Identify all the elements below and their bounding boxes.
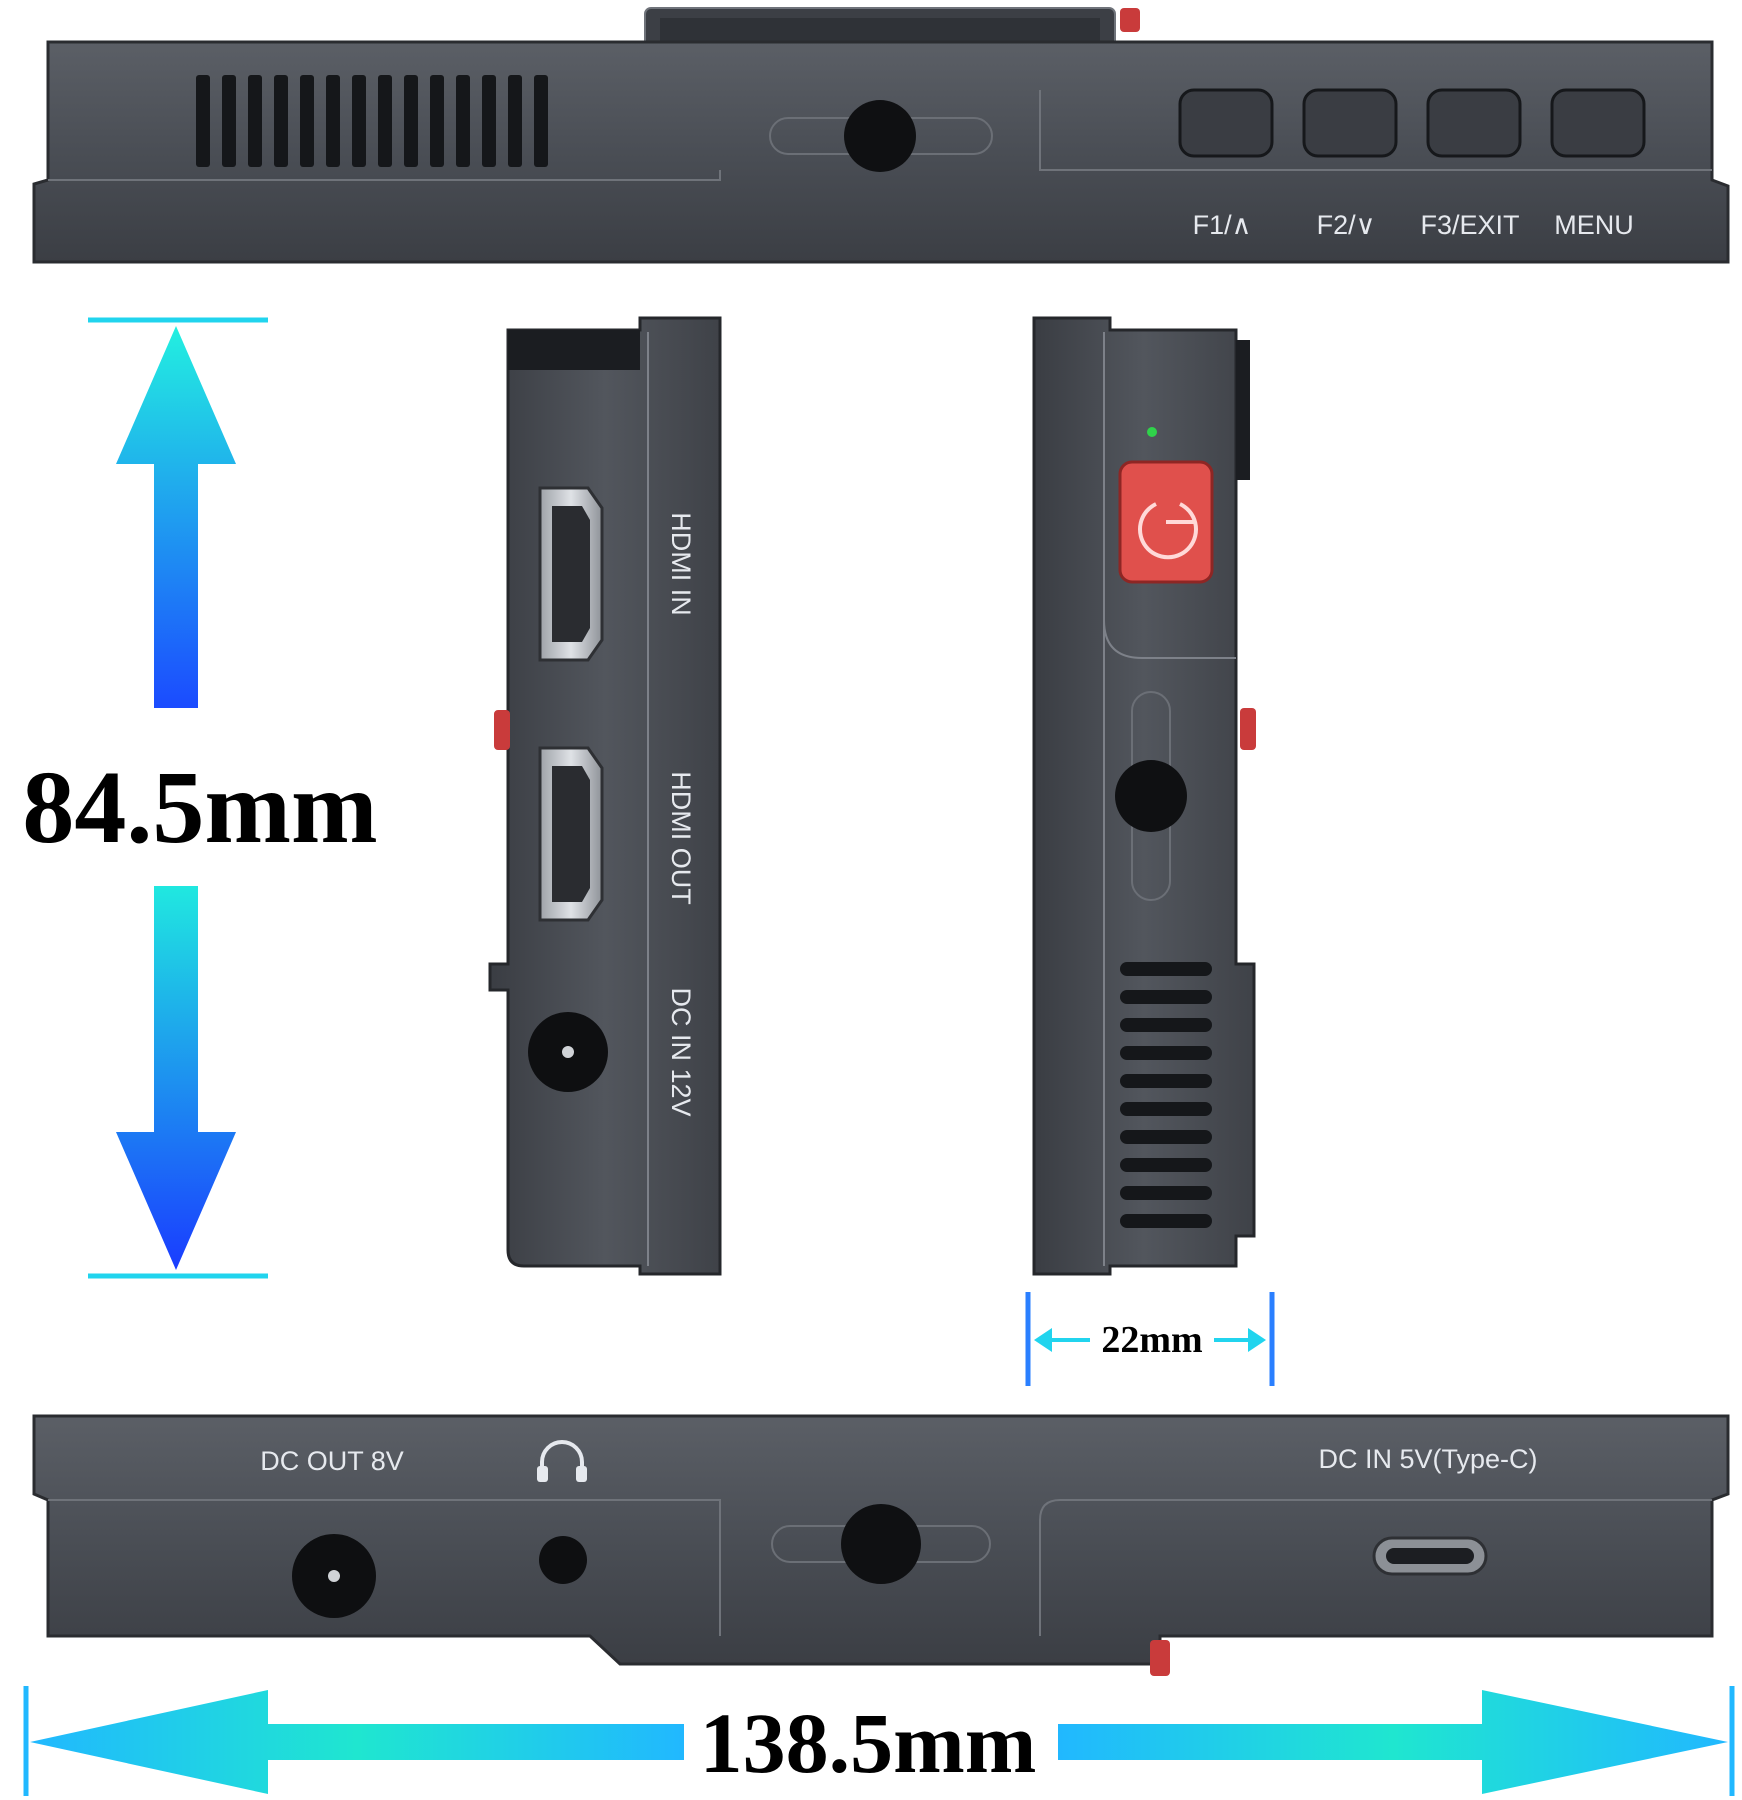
height-dimension: 84.5mm: [22, 317, 378, 1279]
bottom-body-seam: [48, 1499, 1712, 1636]
bottom-mount-hole: [841, 1504, 921, 1584]
arrow-right-icon: [1058, 1690, 1728, 1794]
arrow-up-icon: [116, 326, 236, 708]
hdmi-in-port-slot: [552, 506, 590, 642]
top-view: F1/∧ F2/∨ F3/EXIT MENU: [32, 7, 1730, 264]
dc-out-8v-label: DC OUT 8V: [260, 1446, 404, 1476]
depth-dimension: 22mm: [1025, 1292, 1275, 1386]
dc-in-5v-type-c-label: DC IN 5V(Type-C): [1318, 1444, 1537, 1474]
red-knob-icon: [1240, 708, 1256, 750]
red-knob-icon: [1120, 8, 1140, 32]
hdmi-out-label: HDMI OUT: [666, 771, 696, 904]
right-side-screen-edge: [1236, 340, 1250, 480]
arrow-down-icon: [116, 886, 236, 1270]
menu-button[interactable]: [1550, 88, 1646, 158]
top-body-seam: [48, 90, 1712, 181]
width-dimension: 138.5mm: [23, 1686, 1735, 1796]
width-value: 138.5mm: [700, 1695, 1037, 1791]
f3-exit-button[interactable]: [1426, 88, 1522, 158]
headphone-icon: [537, 1440, 587, 1482]
f1-label: F1/∧: [1193, 210, 1252, 240]
arrow-left-icon: [1034, 1328, 1052, 1352]
right-side-panel-seam: [1103, 340, 1236, 659]
f1-button[interactable]: [1178, 88, 1274, 158]
power-led-indicator: [1147, 427, 1157, 437]
top-mount-hole: [844, 100, 916, 172]
red-knob-icon: [1150, 1640, 1170, 1676]
menu-label: MENU: [1554, 210, 1634, 240]
dc-in-12v-label: DC IN 12V: [666, 987, 696, 1116]
left-side-view: HDMI IN HDMI OUT DC IN 12V: [488, 316, 722, 1276]
dc-out-8v-pin: [328, 1570, 340, 1582]
depth-value: 22mm: [1101, 1319, 1202, 1361]
f3-exit-label: F3/EXIT: [1420, 210, 1519, 240]
top-vents: [196, 75, 548, 167]
f2-label: F2/∨: [1317, 210, 1376, 240]
usb-c-port-slot: [1386, 1548, 1474, 1564]
right-side-view: [1032, 316, 1256, 1276]
bottom-view: DC OUT 8V DC IN 5V(Type-C): [32, 1414, 1730, 1676]
power-icon: [1138, 502, 1198, 560]
arrow-right-icon: [1248, 1328, 1266, 1352]
side-vents: [1120, 962, 1212, 1228]
arrow-left-icon: [30, 1690, 684, 1794]
f2-button[interactable]: [1302, 88, 1398, 158]
height-value: 84.5mm: [22, 750, 377, 865]
left-side-screen-edge: [508, 330, 640, 370]
dc-in-12v-pin: [562, 1046, 574, 1058]
headphone-jack-port[interactable]: [539, 1536, 587, 1584]
side-mount-hole: [1115, 760, 1187, 832]
hdmi-in-label: HDMI IN: [666, 512, 696, 616]
red-knob-icon: [494, 710, 510, 750]
hdmi-out-port-slot: [552, 766, 590, 902]
